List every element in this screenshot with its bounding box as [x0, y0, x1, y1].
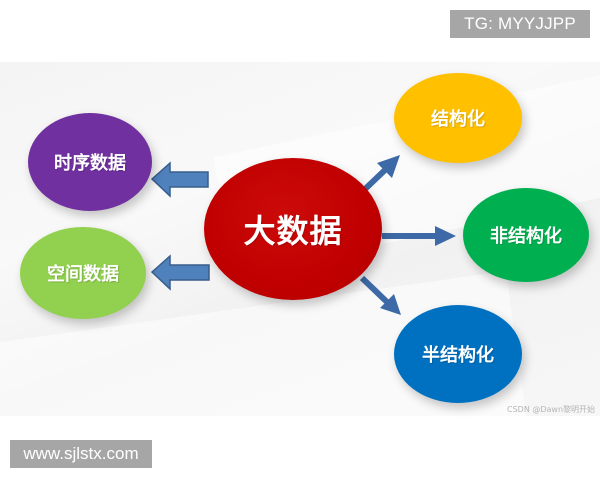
node-big-data-label: 大数据 [243, 212, 343, 250]
node-spatial-data: 空间数据 [20, 227, 146, 319]
watermark-bottom: www.sjlstx.com [10, 440, 152, 468]
watermark-top: TG: MYYJJPP [450, 10, 590, 38]
arrow-to-structured-icon [360, 155, 400, 194]
node-unstructured-label: 非结构化 [490, 226, 562, 247]
arrow-to-spatial-icon [150, 254, 210, 291]
node-structured-label: 结构化 [431, 109, 485, 130]
node-semi-structured: 半结构化 [394, 305, 522, 403]
arrow-to-time-series-icon [150, 161, 209, 198]
node-time-series-label: 时序数据 [54, 153, 126, 174]
node-unstructured: 非结构化 [463, 188, 589, 282]
source-credit: CSDN @Dawn黎明开始 [507, 405, 596, 414]
arrow-to-semi-structured-icon [359, 275, 401, 315]
node-time-series-data: 时序数据 [28, 113, 152, 211]
node-spatial-label: 空间数据 [47, 264, 119, 285]
node-big-data: 大数据 [204, 158, 382, 300]
node-structured: 结构化 [394, 73, 522, 163]
node-semi-structured-label: 半结构化 [422, 345, 494, 366]
arrow-to-unstructured-icon [382, 226, 456, 246]
